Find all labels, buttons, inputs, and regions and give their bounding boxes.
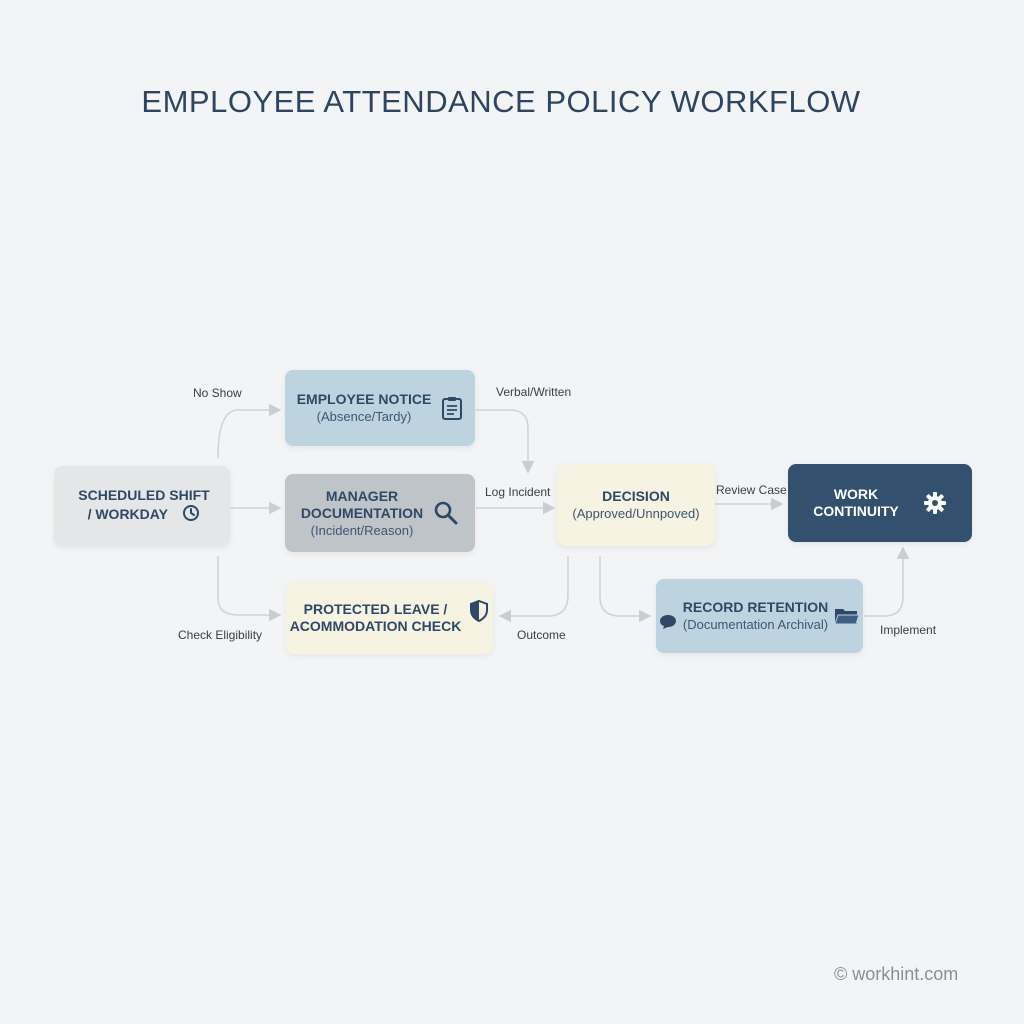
node-title: / WORKDAY	[87, 505, 168, 522]
edge-label-verbal-written: Verbal/Written	[496, 385, 572, 399]
edge-label-log-incident: Log Incident	[485, 485, 551, 499]
edge-label-no-show: No Show	[193, 386, 242, 400]
employee-notice-node[interactable]: EMPLOYEE NOTICE (Absence/Tardy)	[285, 370, 475, 446]
gear-icon	[923, 491, 947, 515]
edge-label-review-case: Review Case	[716, 483, 787, 497]
edge-label-outcome: Outcome	[517, 628, 566, 642]
node-title: ACOMMODATION CHECK	[289, 618, 462, 634]
arrow-record-to-continuity	[864, 546, 910, 617]
decision-node[interactable]: DECISION (Approved/Unnpoved)	[557, 464, 715, 546]
folder-icon	[834, 606, 860, 626]
edge-label-implement: Implement	[880, 623, 937, 637]
watermark: © workhint.com	[834, 964, 959, 984]
node-title: MANAGER	[325, 487, 399, 504]
node-title: DECISION	[602, 488, 670, 504]
arrow-decision-to-leave	[498, 556, 569, 623]
node-title: DOCUMENTATION	[300, 504, 424, 521]
page-title: EMPLOYEE ATTENDANCE POLICY WORKFLOW	[141, 84, 861, 119]
arrow-notice-to-decision	[476, 409, 535, 474]
node-subtitle: (Absence/Tardy)	[316, 409, 412, 424]
node-title: SCHEDULED SHIFT	[78, 486, 210, 503]
arrow-shift-to-leave	[217, 556, 282, 622]
speech-bubble-icon	[659, 614, 677, 630]
record-retention-node[interactable]: RECORD RETENTION (Documentation Archival…	[656, 579, 863, 653]
scheduled-shift-node[interactable]: SCHEDULED SHIFT / WORKDAY	[54, 466, 230, 546]
search-icon	[433, 500, 459, 526]
edge-label-check-eligibility: Check Eligibility	[178, 628, 263, 642]
work-continuity-node[interactable]: WORK CONTINUITY	[788, 464, 972, 542]
node-subtitle: (Documentation Archival)	[682, 617, 829, 632]
node-title: EMPLOYEE NOTICE	[296, 391, 432, 407]
clock-icon	[182, 504, 200, 526]
node-title: CONTINUITY	[813, 503, 899, 519]
arrow-decision-to-record	[599, 556, 652, 623]
node-title: RECORD RETENTION	[682, 599, 829, 615]
manager-documentation-node[interactable]: MANAGER DOCUMENTATION (Incident/Reason)	[285, 474, 475, 552]
arrow-shift-to-notice	[217, 403, 282, 459]
clipboard-icon	[441, 396, 463, 420]
shield-icon	[469, 599, 489, 623]
node-subtitle: (Incident/Reason)	[310, 522, 414, 538]
node-subtitle: (Approved/Unnpoved)	[572, 506, 700, 521]
node-title: WORK	[833, 486, 879, 502]
protected-leave-node[interactable]: PROTECTED LEAVE / ACOMMODATION CHECK	[286, 582, 493, 654]
node-title: PROTECTED LEAVE /	[303, 601, 448, 617]
